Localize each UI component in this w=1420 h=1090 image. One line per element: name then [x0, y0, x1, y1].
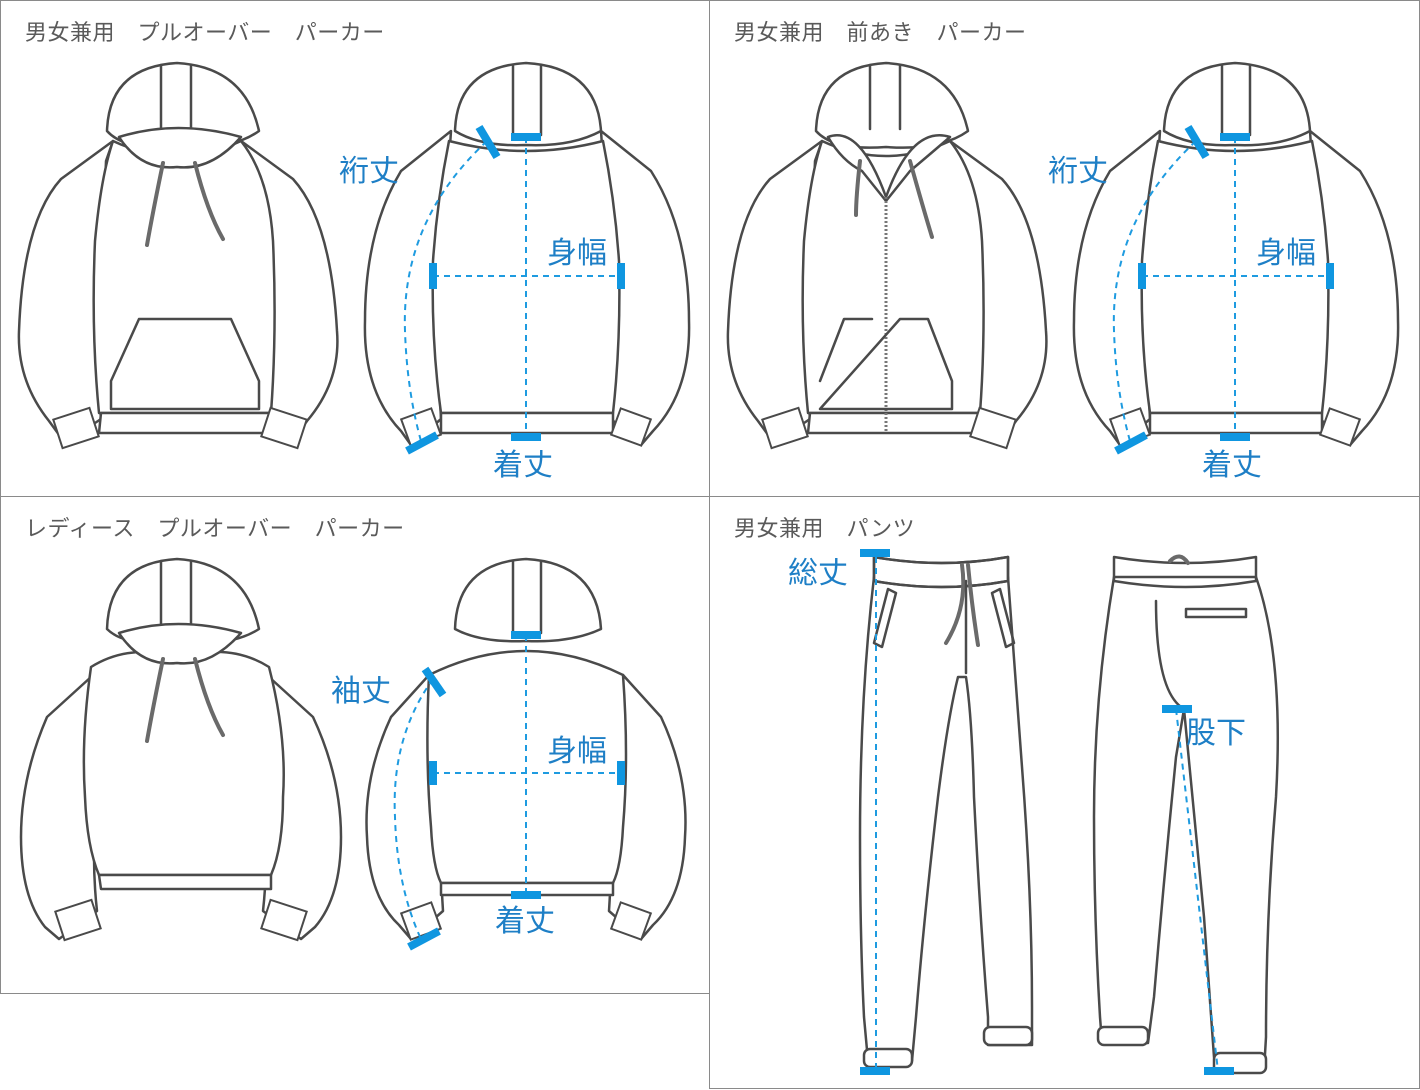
label-body-length: 着丈: [1202, 448, 1262, 483]
ladies-hoodie-back: [365, 557, 687, 951]
ladies-hoodie-front: [19, 557, 343, 942]
hoodie-front: [17, 61, 339, 450]
label-sleeve-length: 裄丈: [339, 154, 399, 189]
hoodie-back: [363, 61, 691, 455]
label-body-length: 着丈: [493, 448, 553, 483]
zip-hoodie-front: [726, 61, 1048, 450]
panel-pullover-ladies: レディース プルオーバー パーカー: [0, 496, 711, 994]
panel-title: 男女兼用 プルオーバー パーカー: [25, 21, 385, 46]
label-sleeve-length: 裄丈: [1048, 154, 1108, 189]
label-body-width: 身幅: [547, 236, 607, 271]
panel-title: レディース プルオーバー パーカー: [25, 517, 405, 542]
label-inseam: 股下: [1186, 716, 1246, 751]
label-body-width: 身幅: [1256, 236, 1316, 271]
label-total-length: 総丈: [788, 556, 848, 591]
panel-pullover-unisex: 男女兼用 プルオーバー パーカー: [0, 0, 711, 498]
panel-title: 男女兼用 前あき パーカー: [734, 21, 1027, 46]
panel-zip-hoodie-unisex: 男女兼用 前あき パーカー: [709, 0, 1420, 498]
pants-illustration: [858, 549, 1280, 1075]
label-body-width: 身幅: [547, 734, 607, 769]
zip-hoodie-illustration: [726, 61, 1400, 455]
ladies-hoodie-illustration: [19, 557, 687, 951]
panel-title: 男女兼用 パンツ: [734, 517, 916, 542]
zip-hoodie-back: [1072, 61, 1400, 455]
panel-pants-unisex: 男女兼用 パンツ: [709, 496, 1420, 1089]
pants-back: [1092, 554, 1280, 1075]
pullover-hoodie-illustration: [17, 61, 691, 455]
label-sleeve-length: 袖丈: [331, 674, 391, 709]
pants-front: [858, 555, 1034, 1069]
label-body-length: 着丈: [495, 904, 555, 939]
